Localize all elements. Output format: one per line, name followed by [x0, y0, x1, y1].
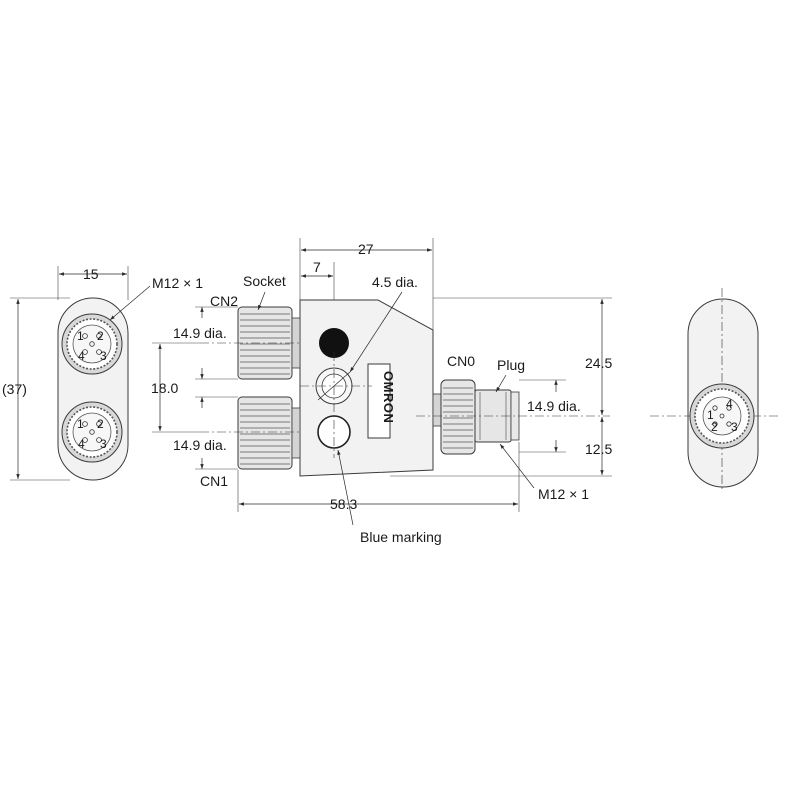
dim-45-label: 4.5 dia. [372, 274, 418, 290]
pin-label: 2 [97, 329, 104, 343]
dim-149-plug-label: 14.9 dia. [527, 398, 581, 414]
cn0-plug-nut [432, 379, 476, 455]
dim-149-bottom-label: 14.9 dia. [173, 437, 227, 453]
dim-15-label: 15 [83, 266, 99, 282]
left-view: 1 2 3 4 1 2 3 4 15 (37) [2, 266, 203, 481]
cn1-label: CN1 [200, 473, 228, 489]
pin-label: 3 [100, 349, 107, 363]
dim-149-top-label: 14.9 dia. [173, 325, 227, 341]
indicator-led [319, 328, 349, 358]
pin-label: 3 [731, 420, 738, 434]
pin-label: 3 [100, 437, 107, 451]
m12-label-right: M12 × 1 [538, 486, 589, 502]
pin-label: 4 [78, 437, 85, 451]
pin-label: 2 [97, 417, 104, 431]
blue-marking-label: Blue marking [360, 529, 442, 545]
cn1-socket-nut [237, 396, 301, 470]
center-view: OMRON 27 [151, 238, 612, 545]
upper-socket-face: 1 2 3 4 [61, 313, 123, 375]
dim-245-label: 24.5 [585, 355, 612, 371]
cn0-label: CN0 [447, 353, 475, 369]
cn2-label: CN2 [210, 293, 238, 309]
plug-face: 4 1 2 3 [689, 383, 755, 449]
dim-27-label: 27 [358, 241, 374, 257]
dim-583-label: 58.3 [330, 496, 357, 512]
pin-label: 1 [77, 329, 84, 343]
pin-label: 1 [77, 417, 84, 431]
pin-label: 2 [711, 420, 718, 434]
omron-logo: OMRON [381, 371, 396, 423]
lower-socket-face: 1 2 3 4 [61, 401, 123, 463]
logo-plate [367, 363, 391, 439]
dim-37-label: (37) [2, 381, 27, 397]
pin-label: 1 [707, 408, 714, 422]
pin-label: 4 [726, 397, 733, 411]
dim-18-label: 18.0 [151, 380, 178, 396]
dim-125-label: 12.5 [585, 441, 612, 457]
dim-7-label: 7 [313, 259, 321, 275]
m12-label-left: M12 × 1 [152, 275, 203, 291]
plug-label: Plug [497, 357, 525, 373]
socket-label: Socket [243, 273, 286, 289]
right-view: 4 1 2 3 [650, 288, 780, 490]
pin-label: 4 [78, 349, 85, 363]
